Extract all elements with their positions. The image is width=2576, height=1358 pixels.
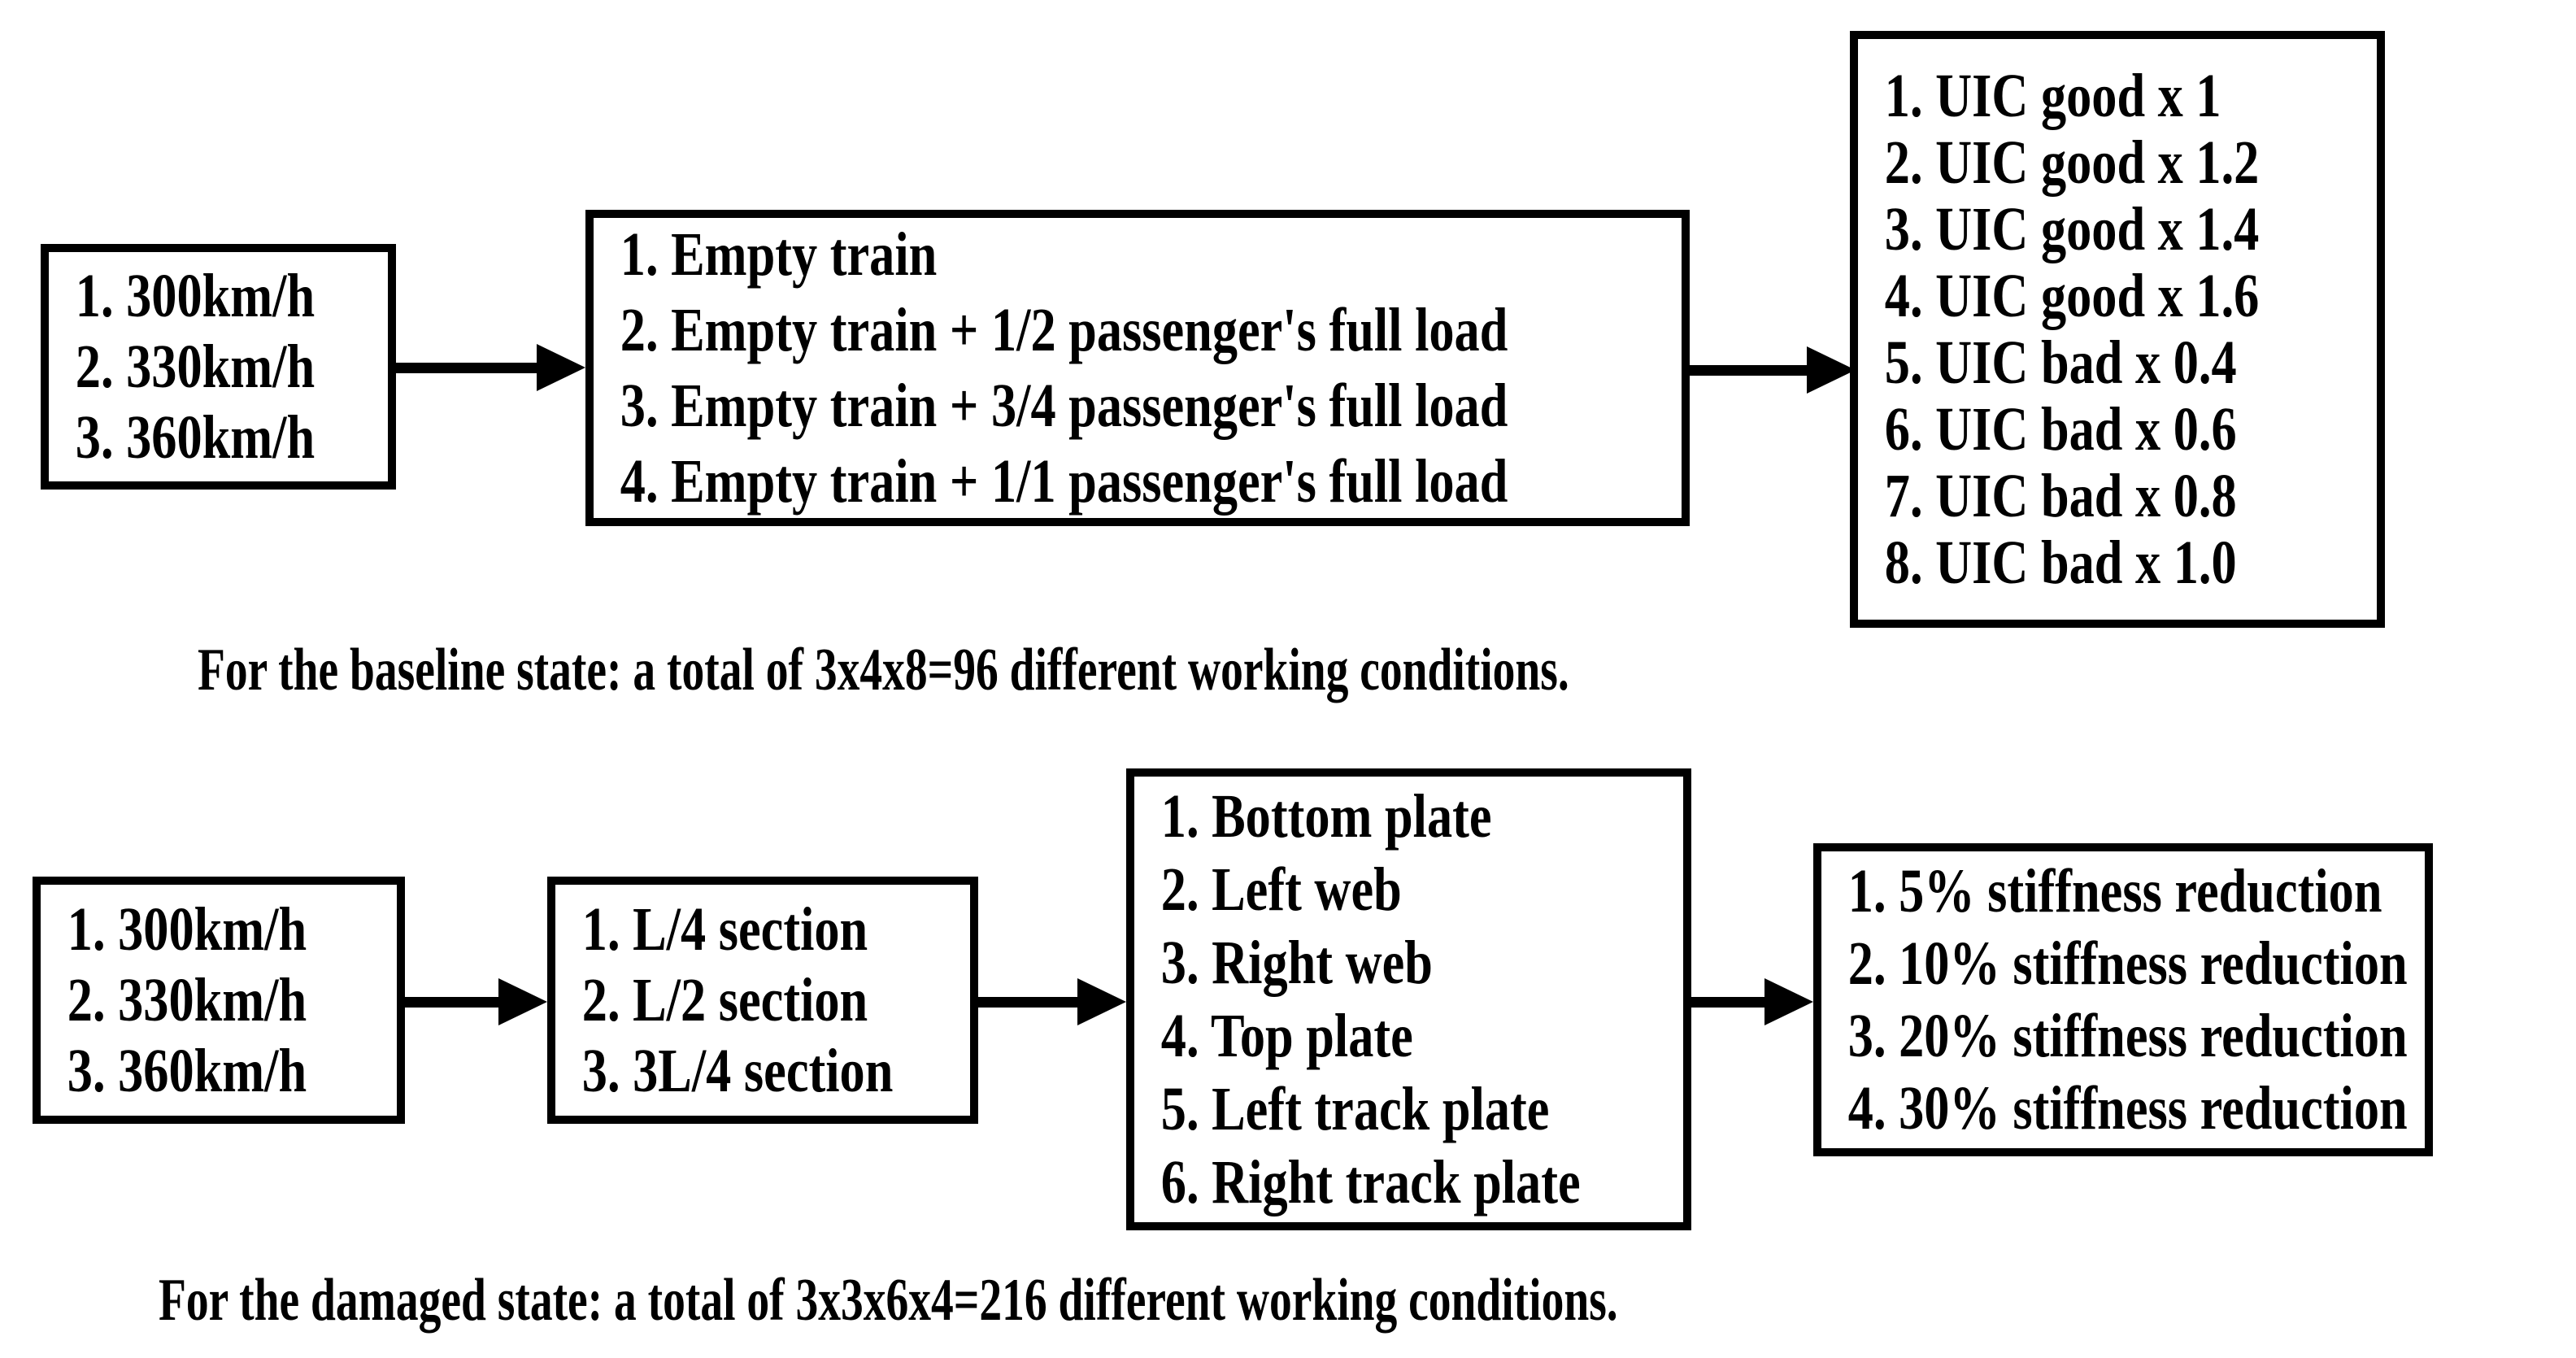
list-item: 2. UIC good x 1.2 bbox=[1884, 128, 2260, 197]
arrow-speed-to-load bbox=[396, 342, 585, 393]
baseline-caption: For the baseline state: a total of 3x4x8… bbox=[198, 637, 1569, 703]
list-item: 3. 360km/h bbox=[75, 403, 315, 472]
list-item: 4. 30% stiffness reduction bbox=[1847, 1073, 2408, 1143]
arrow-shaft bbox=[405, 996, 498, 1008]
list-item: 3. Right web bbox=[1160, 929, 1433, 997]
list-item: 1. 5% stiffness reduction bbox=[1847, 856, 2382, 925]
list-item: 2. Left web bbox=[1160, 855, 1402, 924]
arrow-head-icon bbox=[1077, 978, 1126, 1025]
list-item: 4. UIC good x 1.6 bbox=[1884, 262, 2260, 330]
list-item: 3. 20% stiffness reduction bbox=[1847, 1001, 2408, 1070]
arrow-location-to-stiffness bbox=[1691, 977, 1813, 1027]
list-item: 5. UIC bad x 0.4 bbox=[1884, 329, 2237, 397]
arrow-head-icon bbox=[1764, 978, 1813, 1025]
list-item: 2. L/2 section bbox=[581, 965, 868, 1034]
list-item: 8. UIC bad x 1.0 bbox=[1884, 529, 2237, 597]
list-item: 6. UIC bad x 0.6 bbox=[1884, 395, 2237, 464]
damaged-caption: For the damaged state: a total of 3x3x6x… bbox=[159, 1267, 1618, 1334]
list-item: 7. UIC bad x 0.8 bbox=[1884, 462, 2237, 530]
list-item: 5. Left track plate bbox=[1160, 1075, 1550, 1143]
arrow-head-icon bbox=[498, 978, 547, 1025]
arrow-shaft bbox=[1690, 364, 1807, 376]
list-item: 2. Empty train + 1/2 passenger's full lo… bbox=[620, 295, 1508, 364]
list-item: 4. Empty train + 1/1 passenger's full lo… bbox=[620, 446, 1508, 516]
arrow-shaft bbox=[978, 996, 1077, 1008]
list-item: 1. UIC good x 1 bbox=[1884, 62, 2221, 130]
list-item: 2. 10% stiffness reduction bbox=[1847, 929, 2408, 998]
list-item: 1. L/4 section bbox=[581, 894, 868, 964]
arrow-head-icon bbox=[1807, 346, 1856, 394]
arrow-head-icon bbox=[537, 344, 585, 391]
list-item: 1. 300km/h bbox=[75, 261, 315, 330]
list-item: 1. 300km/h bbox=[67, 894, 307, 964]
list-item: 1. Empty train bbox=[620, 220, 938, 289]
list-item: 3. Empty train + 3/4 passenger's full lo… bbox=[620, 371, 1508, 440]
list-item: 3. 3L/4 section bbox=[581, 1036, 894, 1105]
arrow-shaft bbox=[396, 362, 537, 373]
list-item: 6. Right track plate bbox=[1160, 1148, 1581, 1217]
arrow-section-to-location bbox=[978, 977, 1126, 1027]
list-item: 4. Top plate bbox=[1160, 1002, 1413, 1070]
list-item: 1. Bottom plate bbox=[1160, 782, 1492, 851]
list-item: 2. 330km/h bbox=[75, 332, 315, 401]
list-item: 2. 330km/h bbox=[67, 965, 307, 1034]
arrow-shaft bbox=[1691, 996, 1764, 1008]
arrow-load-to-irregularity bbox=[1690, 345, 1856, 395]
list-item: 3. 360km/h bbox=[67, 1036, 307, 1105]
list-item: 3. UIC good x 1.4 bbox=[1884, 195, 2260, 263]
arrow-speed-to-section bbox=[405, 977, 547, 1027]
